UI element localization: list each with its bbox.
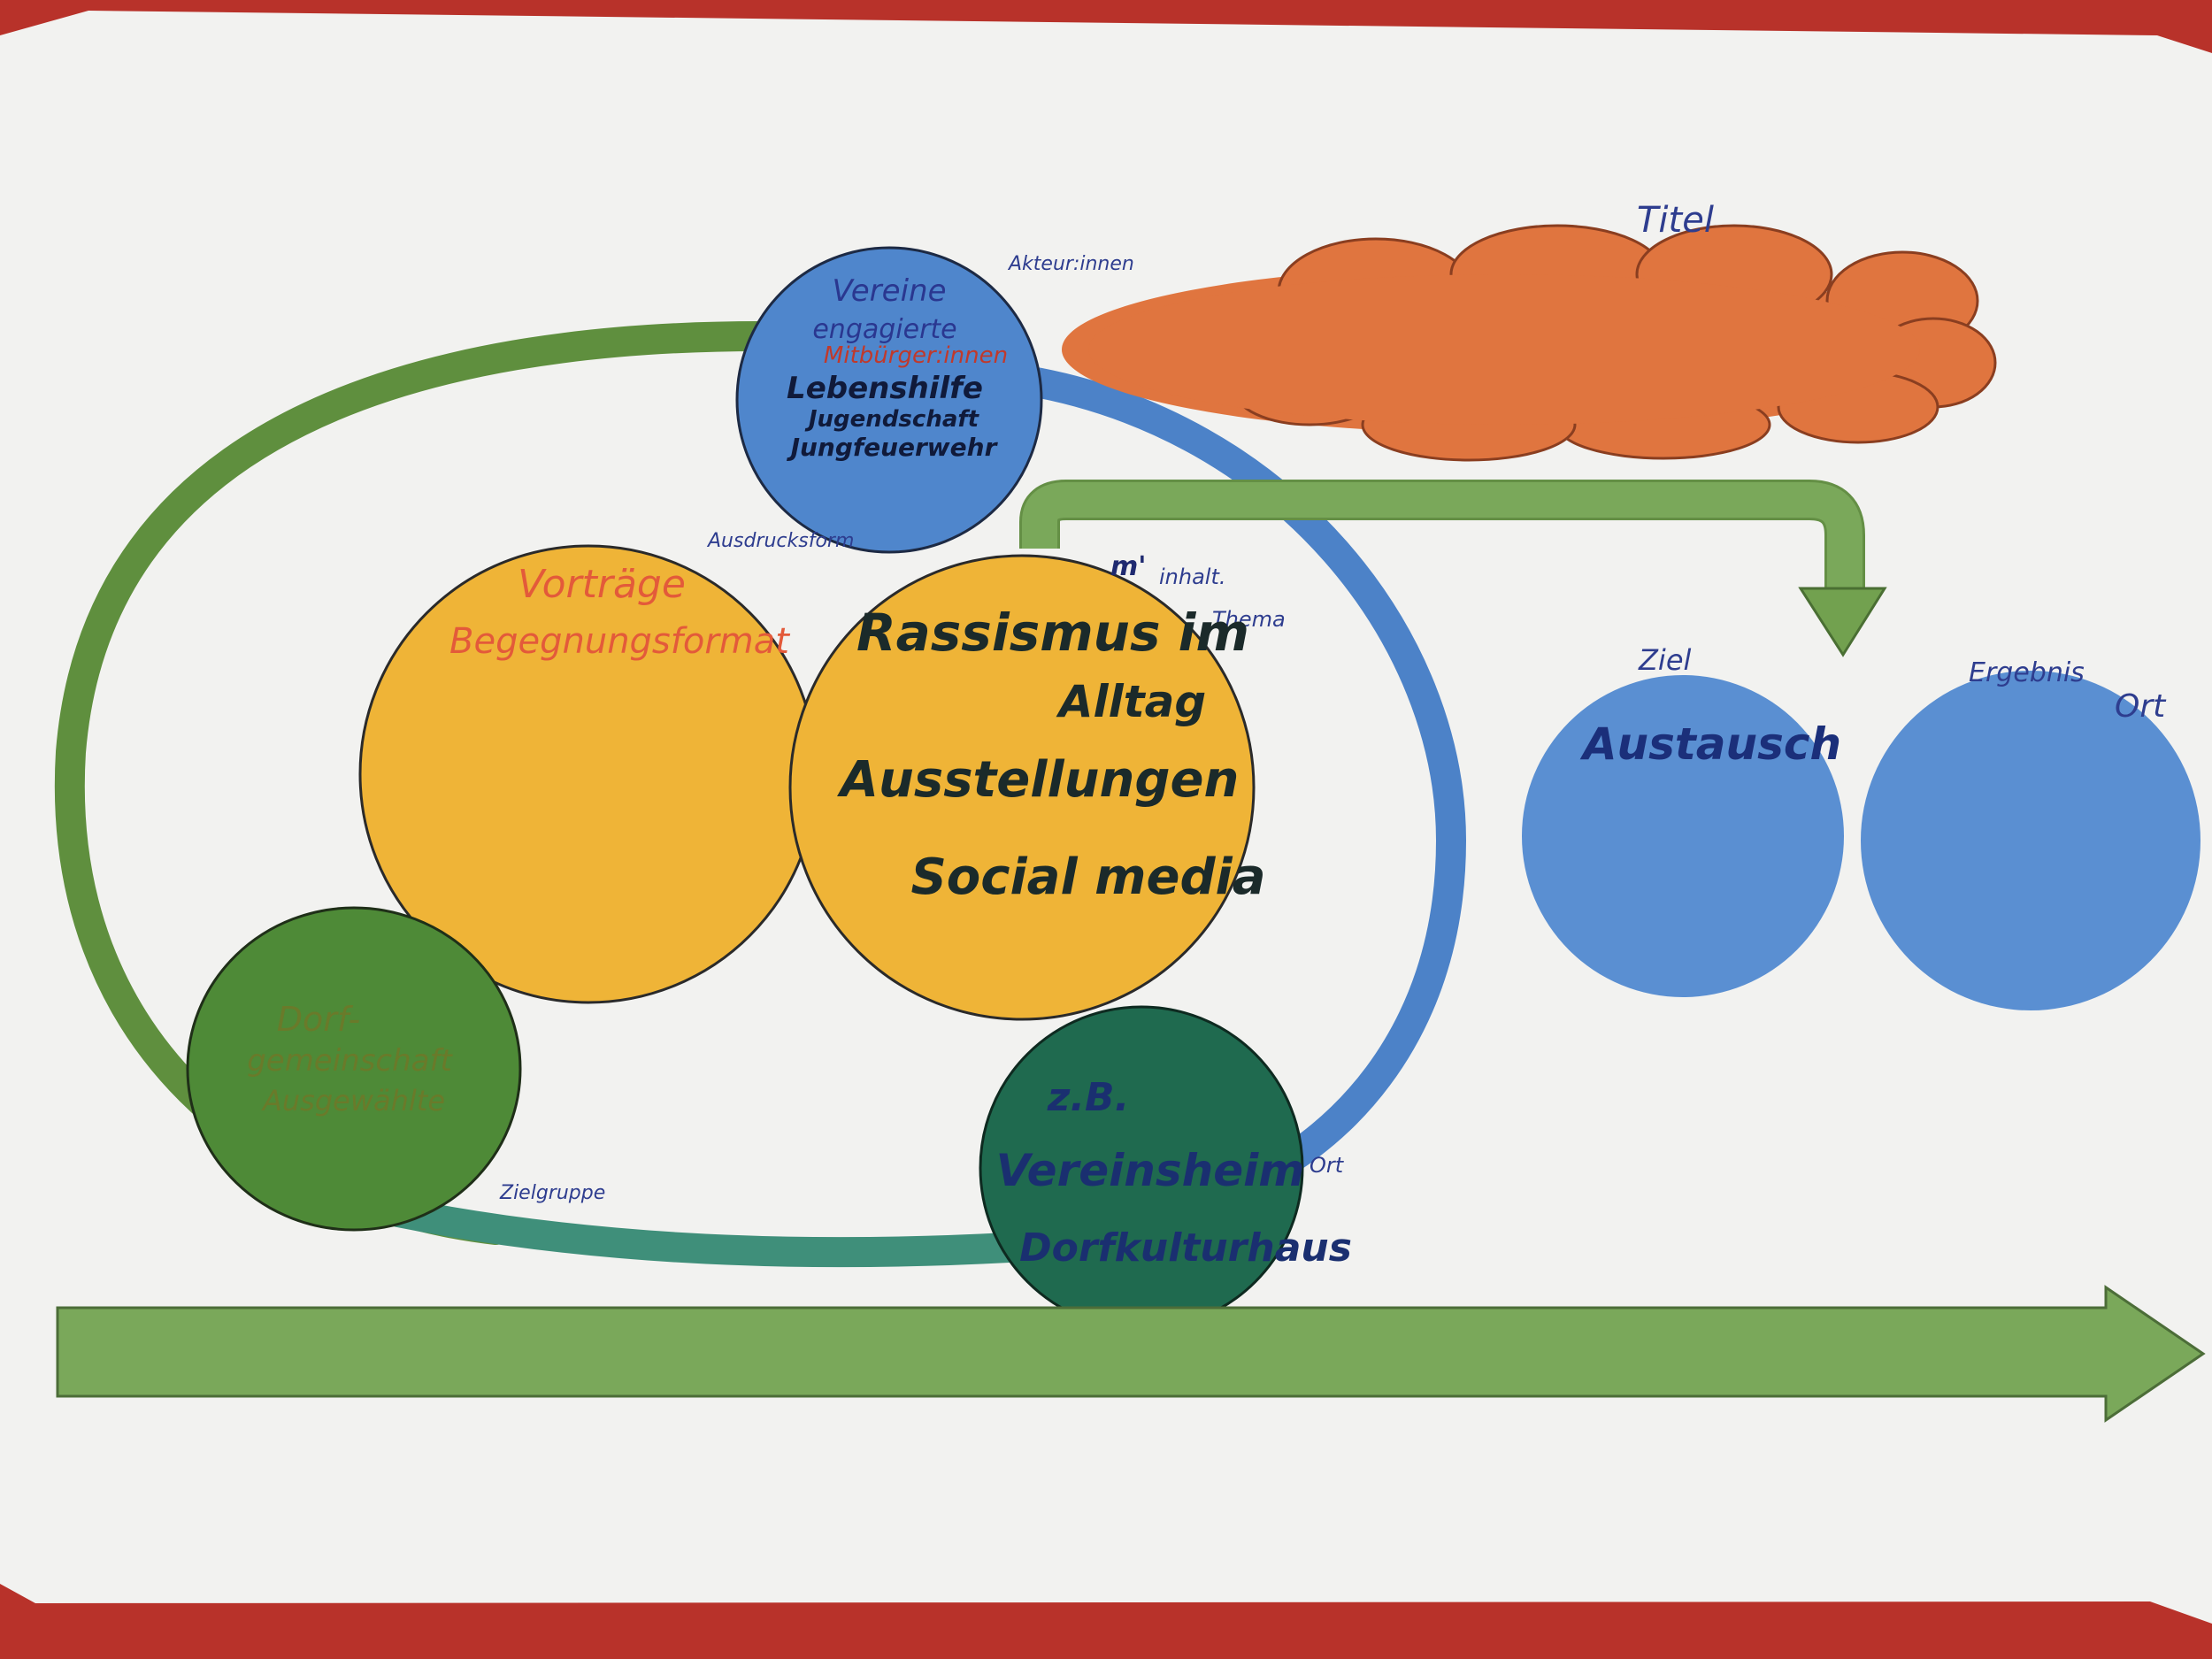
akteure-circle (735, 246, 1043, 554)
label-titel: Titel (1637, 200, 1714, 241)
label-thema: Thema (1212, 607, 1286, 632)
teal-ring-arc (383, 1197, 1024, 1268)
akteure-line2: engagierte (812, 314, 956, 345)
zielgruppe-line1: Dorf- (277, 1000, 361, 1039)
akteure-line1: Vereine (833, 273, 947, 309)
label-ergebnis: Ergebnis (1969, 657, 2085, 688)
ausdrucksform-line2: Begegnungsformat (449, 621, 790, 662)
blue-ring-arc (1011, 365, 1467, 1201)
thema-line1: Rassismus im (856, 603, 1249, 663)
thema-line2: Alltag (1056, 676, 1206, 727)
bent-arrow-head (1798, 587, 1887, 657)
ort-line3: Dorfkulturhaus (1019, 1225, 1352, 1271)
timeline-arrow (56, 1285, 2206, 1423)
label-ort-small: Ort (1310, 1153, 1345, 1178)
akteure-line6: Jungfeuerwehr (787, 433, 999, 462)
title-cloud (1062, 224, 1997, 462)
akteure-line4: Lebenshilfe (787, 371, 983, 406)
label-m-mark: m' (1110, 551, 1146, 582)
bent-arrow-shaft-fill (1022, 482, 1863, 588)
zielgruppe-line3: Ausgewählte (261, 1084, 445, 1118)
thema-line4: Social media (910, 849, 1265, 906)
akteure-line3: Mitbürger:innen (824, 342, 1008, 369)
ausdrucksform-line1: Vorträge (518, 562, 686, 607)
label-ort-right: Ort (2115, 688, 2167, 725)
ziel-circle (1522, 675, 1844, 997)
label-inhalt: inhalt. (1159, 565, 1226, 589)
thema-circle (788, 554, 1256, 1021)
zielgruppe-line2: gemeinschaft (247, 1043, 453, 1079)
akteure-line5: Jugendschaft (804, 406, 980, 433)
label-ziel: Ziel (1638, 643, 1692, 677)
ergebnis-circle (1861, 671, 2200, 1010)
label-ausdrucksform: Ausdrucksform (706, 530, 854, 552)
label-akteurinnen: Akteur:innen (1007, 253, 1134, 275)
ort-line1: z.B. (1047, 1075, 1130, 1120)
thema-line3: Ausstellungen (837, 751, 1240, 809)
zielgruppe-circle (186, 906, 522, 1232)
label-zielgruppe: Zielgruppe (499, 1182, 605, 1204)
ziel-line1: Austausch (1579, 718, 1841, 770)
ort-line2: Vereinsheim (996, 1145, 1305, 1196)
